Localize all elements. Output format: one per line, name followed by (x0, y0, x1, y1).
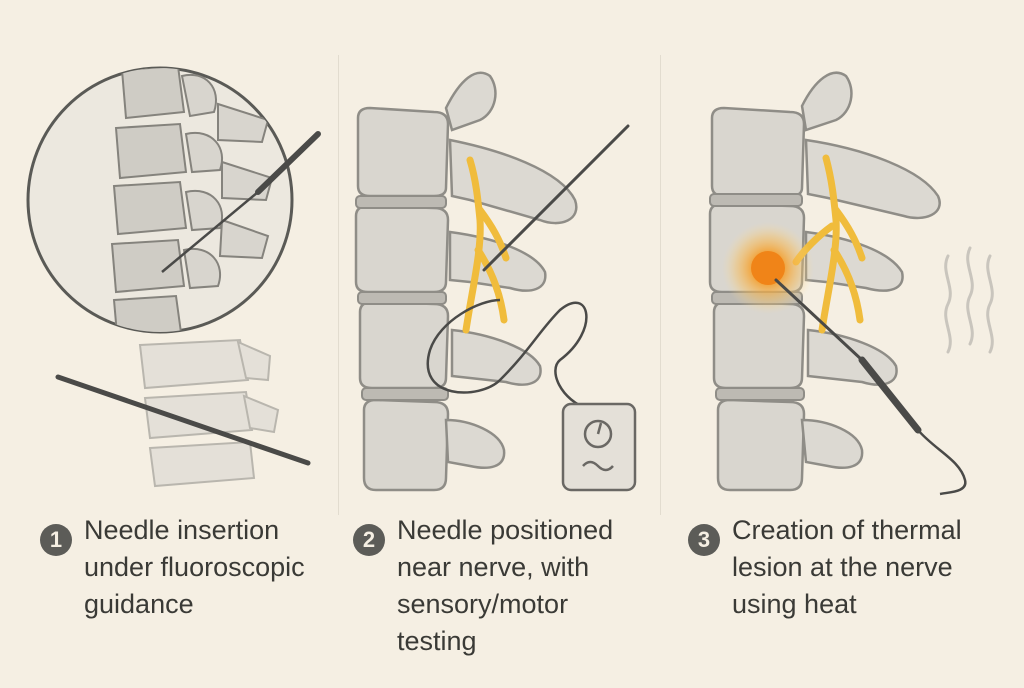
needle-1 (161, 131, 321, 273)
panel-3-thermal-lesion (708, 71, 994, 496)
step-1-text: Needle insertion under fluoroscopic guid… (84, 512, 305, 623)
panel-divider-2 (660, 55, 661, 515)
vertebral-bodies-2 (354, 106, 450, 492)
step-1-caption: 1 Needle insertion under fluoroscopic gu… (40, 512, 305, 623)
posterior-elements-2 (444, 71, 578, 469)
probe-cable (917, 429, 967, 496)
lower-spine-faded (138, 338, 280, 488)
posterior-elements-3 (800, 71, 941, 469)
step-1-line-1: Needle insertion (84, 515, 280, 545)
step-3-line-1: Creation of thermal (732, 515, 962, 545)
needle-2 (482, 124, 630, 272)
step-2-line-2: near nerve, with (397, 552, 590, 582)
step-2-line-4: testing (397, 626, 477, 656)
panel-divider-1 (338, 55, 339, 515)
step-number-badge-3: 3 (688, 524, 720, 556)
electrode-cable-2 (426, 298, 591, 412)
step-2-text: Needle positioned near nerve, with senso… (397, 512, 613, 660)
step-3-caption: 3 Creation of thermal lesion at the nerv… (688, 512, 962, 623)
step-2-line-1: Needle positioned (397, 515, 614, 545)
step-1-line-2: under fluoroscopic (84, 552, 305, 582)
discs-2 (355, 195, 449, 401)
step-1-line-3: guidance (84, 589, 194, 619)
stimulator-device (561, 402, 637, 492)
step-number-badge-2: 2 (353, 524, 385, 556)
magnified-vertebrae (110, 68, 274, 332)
panel-1-fluoroscopy (26, 66, 321, 488)
nerve-2 (462, 156, 510, 334)
step-number-badge-1: 1 (40, 524, 72, 556)
step-2-line-3: sensory/motor (397, 589, 569, 619)
heat-glow (722, 222, 814, 314)
step-3-text: Creation of thermal lesion at the nerve … (732, 512, 962, 623)
heat-waves (944, 246, 994, 354)
rf-probe (774, 278, 922, 434)
step-3-line-2: lesion at the nerve (732, 552, 953, 582)
step-2-caption: 2 Needle positioned near nerve, with sen… (353, 512, 613, 660)
panel-2-nerve-testing (354, 71, 637, 492)
needle-1-long (55, 374, 311, 466)
step-3-line-3: using heat (732, 589, 857, 619)
